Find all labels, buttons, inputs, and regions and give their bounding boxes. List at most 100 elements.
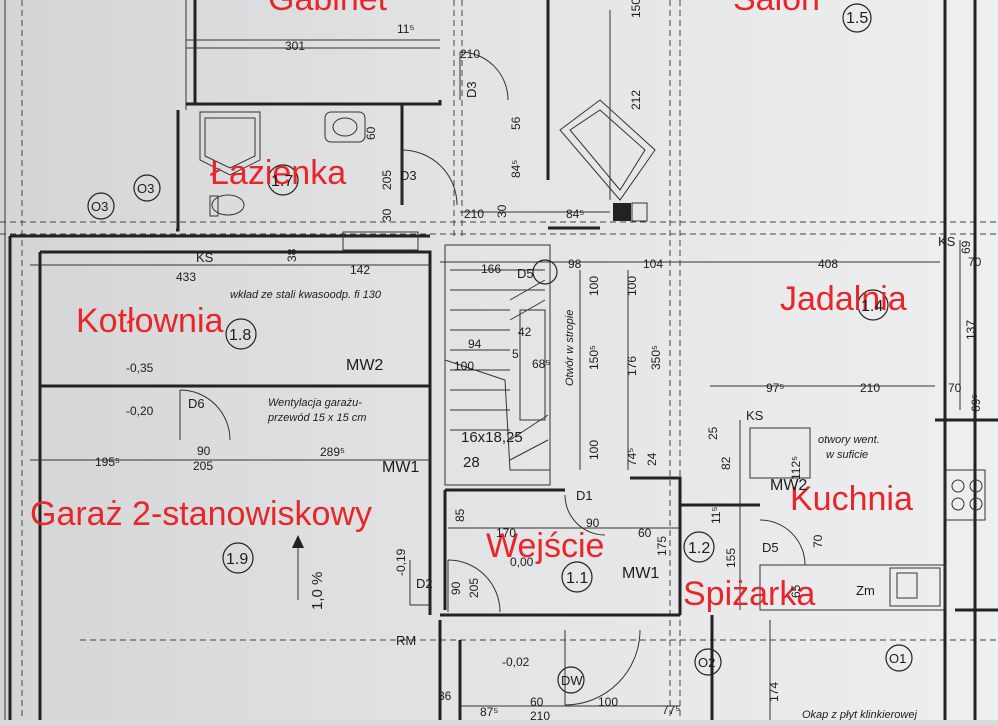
dim-label: 30 bbox=[380, 208, 394, 222]
walls bbox=[8, 0, 998, 720]
stairs-count: 28 bbox=[463, 454, 480, 471]
door-tag: D2 bbox=[416, 576, 433, 591]
stairs-spec: 16x18,25 bbox=[461, 429, 523, 446]
level-mark: -0,35 bbox=[126, 361, 154, 375]
ks-tag: KS bbox=[938, 234, 956, 249]
fridge-tag: Zm bbox=[856, 583, 875, 598]
note-ventilation-1: Wentylacja garażu- bbox=[268, 397, 362, 409]
dim-label: 100 bbox=[587, 276, 601, 296]
dim-label: 60 bbox=[638, 526, 652, 540]
dim-label: 100 bbox=[454, 359, 474, 373]
slope-arrow bbox=[292, 535, 304, 600]
dim-label: 104 bbox=[643, 257, 663, 271]
dim-label: 97⁵ bbox=[766, 381, 784, 395]
door-tag: D5 bbox=[762, 540, 779, 555]
room-label-salon: Salon bbox=[733, 0, 820, 18]
dim-label: 205 bbox=[380, 170, 394, 190]
dim-label: 85 bbox=[453, 508, 467, 522]
dim-label: 150⁵ bbox=[587, 345, 601, 370]
dim-label: 137 bbox=[964, 320, 978, 340]
room-number: 1.2 bbox=[688, 540, 710, 557]
room-number: 1.1 bbox=[566, 570, 588, 587]
dim-label: 90 bbox=[449, 581, 463, 595]
garage-slope: 1,0 % bbox=[309, 572, 326, 610]
dim-label: 175 bbox=[655, 536, 669, 556]
dim-label: 84⁵ bbox=[509, 160, 523, 178]
dim-label: 36 bbox=[438, 689, 452, 703]
dim-label: 60 bbox=[364, 126, 378, 140]
dim-label: 90 bbox=[197, 444, 211, 458]
door-tag: DW bbox=[561, 673, 583, 688]
staircase bbox=[444, 244, 551, 486]
dim-label: 301 bbox=[285, 39, 305, 53]
bathroom-fixtures bbox=[199, 99, 656, 251]
door-swings bbox=[179, 51, 806, 706]
room-number: 1.9 bbox=[226, 551, 248, 568]
window-marker: O1 bbox=[889, 651, 906, 666]
dim-label: 42 bbox=[518, 325, 532, 339]
dim-label: 205 bbox=[193, 459, 213, 473]
room-label-lazienka: Łazienka bbox=[210, 154, 346, 192]
dim-label: 11⁵ bbox=[709, 507, 723, 524]
room-label-wejscie: Wejście bbox=[486, 527, 604, 565]
dim-label: 176 bbox=[625, 356, 639, 376]
note-vents-2: w suficie bbox=[826, 449, 868, 461]
dim-label: 408 bbox=[818, 257, 838, 271]
dim-label: 25 bbox=[706, 426, 720, 440]
room-label-kotlownia: Kotłownia bbox=[76, 302, 224, 340]
room-number: 1.8 bbox=[229, 327, 251, 344]
window-type-tag: MW2 bbox=[346, 357, 383, 374]
ks-tag: KS bbox=[746, 408, 764, 423]
door-tag: D3 bbox=[400, 168, 417, 183]
dim-label: 90 bbox=[586, 516, 600, 530]
door-tag: D1 bbox=[576, 488, 593, 503]
dim-label: 70 bbox=[968, 255, 982, 269]
dim-label: 60 bbox=[530, 695, 544, 709]
dim-label: 94 bbox=[468, 337, 482, 351]
door-tag: D6 bbox=[188, 396, 205, 411]
note-vents-1: otwory went. bbox=[818, 434, 880, 446]
dim-label: 170 bbox=[496, 526, 516, 540]
dim-label: 30 bbox=[495, 204, 509, 218]
note-ceiling-opening: Otwór w stropie bbox=[564, 310, 576, 386]
room-number-circles bbox=[87, 3, 913, 694]
window-type-tag: MW1 bbox=[622, 565, 659, 582]
ks-tag: KS bbox=[196, 250, 214, 265]
note-ventilation-2: przewód 15 x 15 cm bbox=[267, 412, 366, 424]
door-tag: D5 bbox=[517, 266, 534, 281]
dim-label: 77⁵ bbox=[662, 703, 680, 717]
dim-label: 433 bbox=[176, 270, 196, 284]
room-label-spizarka: Spiżarka bbox=[683, 575, 815, 613]
dim-label: 150 bbox=[629, 0, 643, 18]
dim-label: 84⁵ bbox=[566, 207, 584, 221]
dim-label: 98 bbox=[568, 257, 582, 271]
window-marker: O2 bbox=[698, 655, 715, 670]
dim-label: 56 bbox=[509, 116, 523, 130]
dim-label: 82 bbox=[719, 456, 733, 470]
dim-label: 289⁵ bbox=[320, 445, 345, 459]
dim-label: 155 bbox=[724, 548, 738, 568]
dim-label: 70 bbox=[948, 381, 962, 395]
kitchen-fixtures bbox=[749, 427, 986, 611]
dimension-labels: 301 11⁵ 210 150 212 60 56 205 84⁵ 30 210… bbox=[95, 0, 983, 723]
dim-label: 70 bbox=[811, 534, 825, 548]
window-marker: O3 bbox=[137, 181, 154, 196]
level-mark: 0,00 bbox=[510, 555, 534, 569]
dim-label: 142 bbox=[350, 263, 370, 277]
dim-label: 210 bbox=[464, 207, 484, 221]
dim-label: 212 bbox=[629, 90, 643, 110]
dim-label: 210 bbox=[860, 381, 880, 395]
dim-label: 100 bbox=[587, 440, 601, 460]
dim-label: 69⁵ bbox=[969, 394, 983, 412]
room-label-gabinet: Gabinet bbox=[268, 0, 388, 18]
room-number: 1.7 bbox=[271, 173, 293, 190]
window-type-tag: MW2 bbox=[770, 477, 807, 494]
room-label-jadalnia: Jadalnia bbox=[780, 280, 907, 318]
dim-label: 100 bbox=[625, 276, 639, 296]
dim-label: 195⁵ bbox=[95, 455, 120, 469]
dim-label: 74⁵ bbox=[625, 448, 639, 466]
room-label-kuchnia: Kuchnia bbox=[790, 480, 913, 518]
dim-label: 65 bbox=[789, 584, 803, 598]
